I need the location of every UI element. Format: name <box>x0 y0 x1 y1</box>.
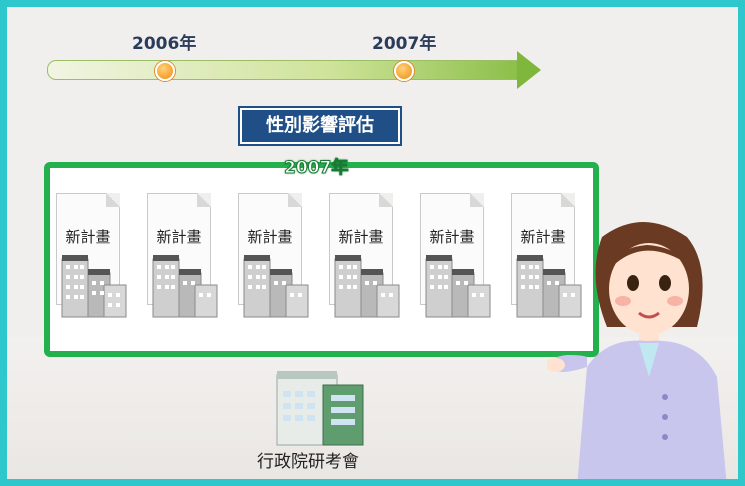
building-icon <box>516 255 582 318</box>
building-icon <box>243 255 309 318</box>
building-icon <box>61 255 127 318</box>
gender-impact-assessment-label: 性別影響評估 <box>238 106 402 146</box>
new-plan-label: 新計畫 <box>429 228 475 246</box>
new-plan-label: 新計畫 <box>338 228 384 246</box>
new-plan-card: 新計畫 <box>420 193 491 325</box>
timeline-year-2007: 2007年 <box>372 34 437 54</box>
presenter-illustration <box>547 222 727 479</box>
institute-label: 行政院研考會 <box>257 452 359 472</box>
new-plan-card: 新計畫 <box>56 193 127 325</box>
new-plan-label: 新計畫 <box>156 228 202 246</box>
new-plan-label: 新計畫 <box>247 228 293 246</box>
building-icon <box>334 255 400 318</box>
timeline-year-2006: 2006年 <box>132 34 197 54</box>
building-icon <box>152 255 218 318</box>
new-plan-label: 新計畫 <box>65 228 111 246</box>
new-plan-card: 新計畫 <box>147 193 218 325</box>
timeline-arrow-head <box>517 51 541 89</box>
institute-building-icon <box>276 371 364 446</box>
new-plan-card: 新計畫 <box>238 193 309 325</box>
new-plan-card: 新計畫 <box>511 193 582 325</box>
timeline-marker-2006 <box>155 61 175 81</box>
plans-box <box>44 162 599 357</box>
building-icon <box>425 255 491 318</box>
new-plan-card: 新計畫 <box>329 193 400 325</box>
new-plan-label: 新計畫 <box>520 228 566 246</box>
timeline-arrow <box>47 60 519 80</box>
plans-box-year: 2007年 <box>283 158 349 179</box>
timeline-marker-2007 <box>394 61 414 81</box>
